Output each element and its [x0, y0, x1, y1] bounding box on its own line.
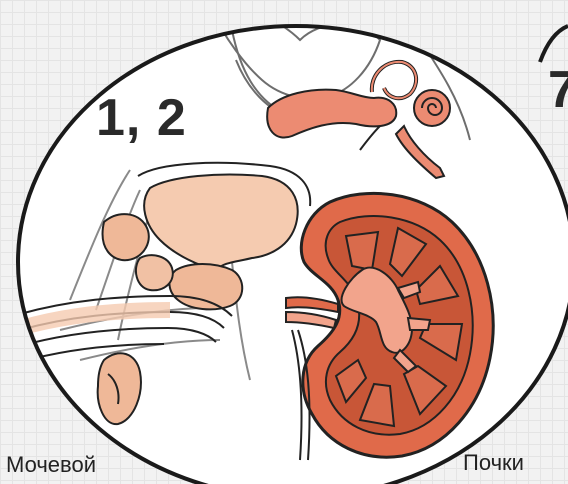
gland — [136, 255, 173, 290]
adjacent-frame — [540, 26, 568, 62]
adjacent-group-number: 7 — [548, 60, 568, 120]
caption-kidneys: Почки — [463, 450, 524, 476]
organ-group-number: 1, 2 — [96, 88, 187, 148]
gland — [103, 214, 149, 260]
prostate — [169, 264, 242, 309]
caption-bladder: Мочевой — [6, 452, 96, 478]
